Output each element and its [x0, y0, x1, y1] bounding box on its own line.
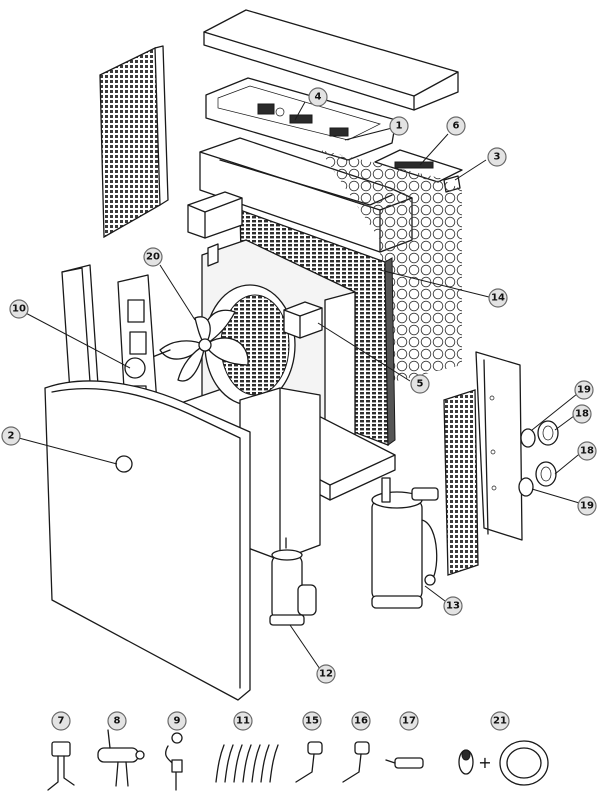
part-9-expansion-valve — [165, 732, 183, 791]
svg-text:9: 9 — [174, 716, 181, 727]
front-panel — [44, 380, 251, 701]
svg-text:2: 2 — [8, 431, 15, 442]
svg-text:5: 5 — [417, 379, 424, 390]
svg-text:16: 16 — [354, 716, 368, 727]
rear-left-grille — [99, 45, 169, 239]
callout-6: 6 — [446, 116, 466, 136]
capacitor-module — [283, 301, 323, 339]
callout-15: 15 — [302, 711, 322, 731]
left-bracket — [117, 274, 159, 426]
part-7-valve-coil — [47, 741, 75, 791]
part-11-sensors — [215, 744, 279, 783]
svg-text:6: 6 — [453, 121, 460, 132]
reactor-box — [187, 191, 243, 239]
front-right-post — [239, 387, 321, 561]
callout-9: 9 — [167, 711, 187, 731]
part-8-reversing-valve — [97, 729, 145, 787]
svg-text:18: 18 — [580, 446, 594, 457]
callout-13: 13 — [443, 596, 463, 616]
part-17-flow-switch — [385, 757, 424, 769]
valve-fittings — [518, 420, 559, 497]
callout-10: 10 — [9, 299, 29, 319]
svg-text:15: 15 — [305, 716, 319, 727]
compressor — [371, 477, 439, 609]
callout-18a: 18 — [572, 404, 592, 424]
svg-text:4: 4 — [315, 92, 322, 103]
callout-8: 8 — [107, 711, 127, 731]
callout-20: 20 — [143, 247, 163, 267]
callout-17: 17 — [399, 711, 419, 731]
callout-19a: 19 — [574, 380, 594, 400]
svg-text:13: 13 — [446, 601, 460, 612]
accumulator — [269, 537, 317, 626]
svg-text:7: 7 — [58, 716, 65, 727]
svg-text:19: 19 — [577, 385, 591, 396]
svg-text:8: 8 — [114, 716, 121, 727]
callout-5: 5 — [410, 374, 430, 394]
callout-19b: 19 — [577, 496, 597, 516]
leader-lines — [14, 101, 587, 673]
svg-text:20: 20 — [146, 252, 160, 263]
svg-text:3: 3 — [494, 152, 501, 163]
svg-text:12: 12 — [319, 669, 333, 680]
fan-blade — [139, 309, 249, 382]
top-cover — [203, 9, 459, 111]
svg-text:11: 11 — [236, 716, 250, 727]
callout-4: 4 — [308, 87, 328, 107]
svg-text:18: 18 — [575, 409, 589, 420]
left-post — [61, 264, 99, 393]
svg-text:17: 17 — [402, 716, 416, 727]
svg-text:19: 19 — [580, 501, 594, 512]
callout-14: 14 — [488, 288, 508, 308]
svg-text:1: 1 — [396, 121, 403, 132]
callout-1: 1 — [389, 116, 409, 136]
callout-2: 2 — [1, 426, 21, 446]
svg-text:21: 21 — [493, 716, 507, 727]
callout-12: 12 — [316, 664, 336, 684]
callout-21: 21 — [490, 711, 510, 731]
part-15-pressure-switch — [295, 741, 323, 783]
callout-16: 16 — [351, 711, 371, 731]
part-16-pressure-switch — [342, 741, 370, 783]
svg-text:14: 14 — [491, 293, 505, 304]
part-21-hose-kit — [458, 740, 549, 786]
callout-11: 11 — [233, 711, 253, 731]
callout-7: 7 — [51, 711, 71, 731]
callout-3: 3 — [487, 147, 507, 167]
right-side-grille — [443, 389, 479, 576]
svg-text:10: 10 — [12, 304, 26, 315]
callout-18b: 18 — [577, 441, 597, 461]
plus-sign: + — [478, 753, 491, 772]
right-side-panel — [475, 351, 523, 541]
